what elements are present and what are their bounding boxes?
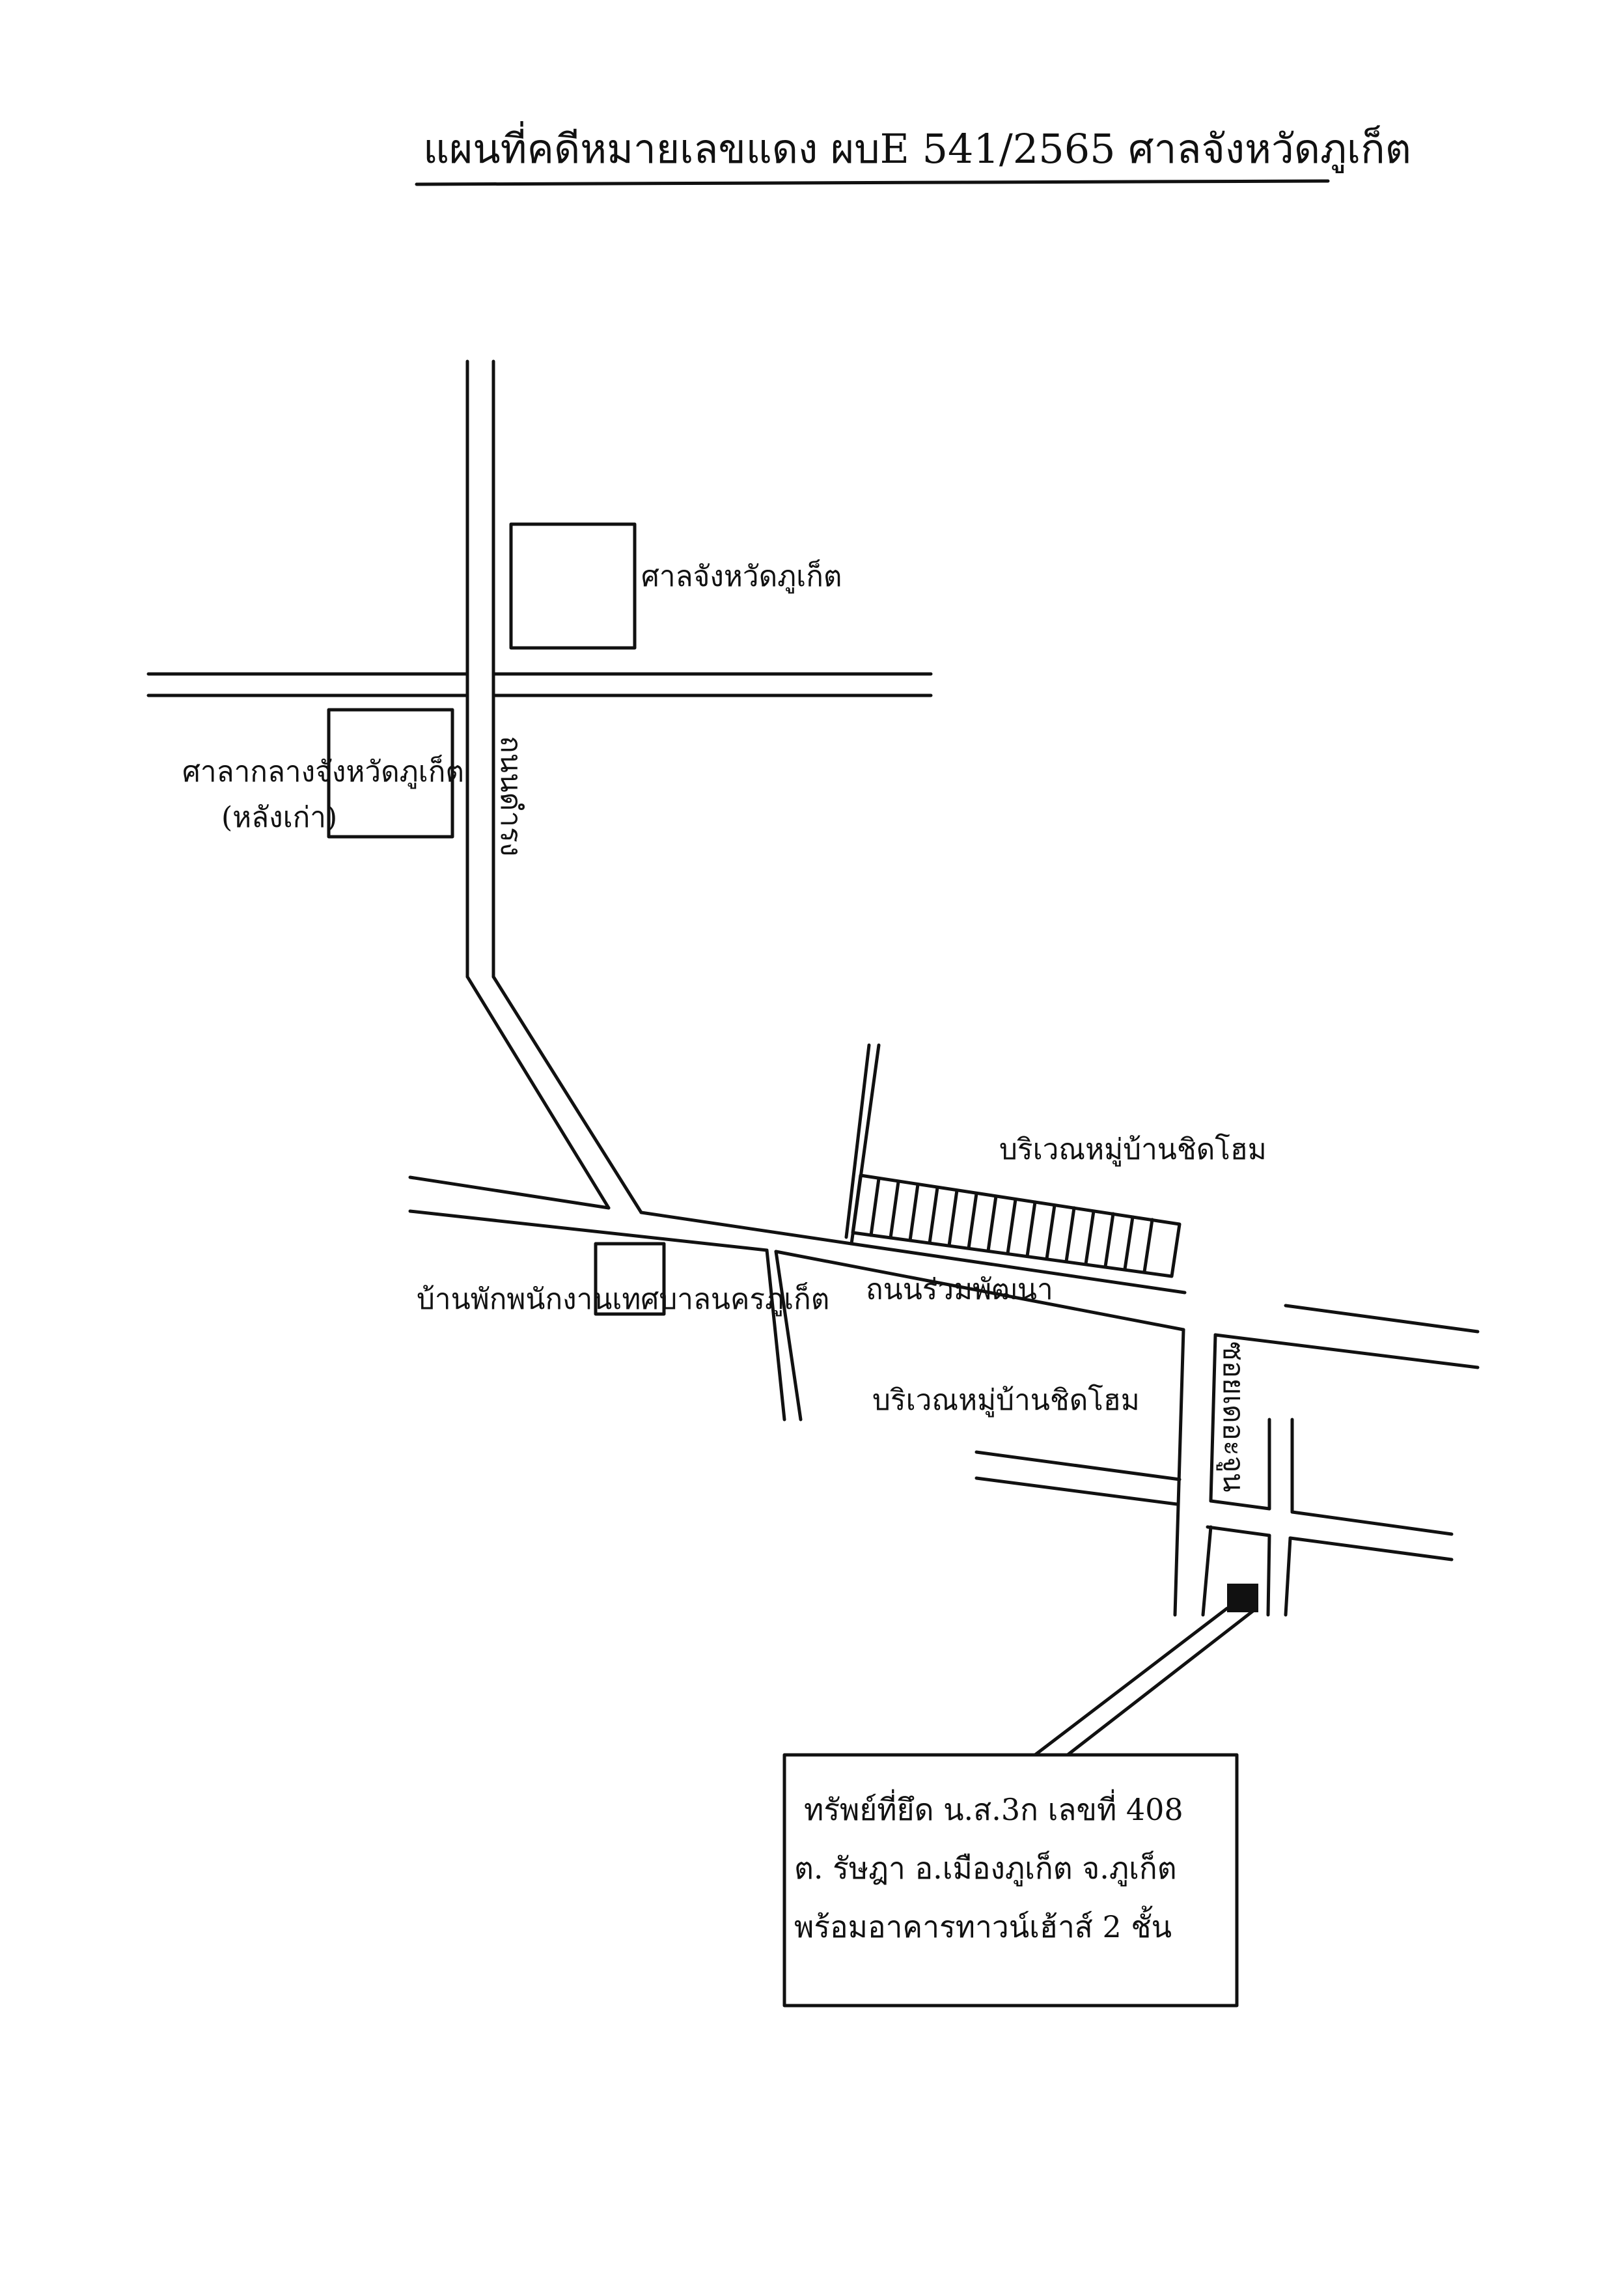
property-note-line-3: พร้อมอาคารทาวน์เฮ้าส์ 2 ชั้น [794,1905,1172,1944]
property-note-line-2: ต. รัษฎา อ.เมืองภูเก็ต จ.ภูเก็ต [794,1851,1177,1886]
title-underline [415,179,1330,186]
court-label: ศาลจังหวัดภูเก็ต [641,559,842,594]
old-city-hall-label-2: (หลังเก่า) [221,801,337,834]
side-road-south-east-edge [774,1250,803,1421]
soi-west-edge [1173,1328,1185,1617]
old-city-hall-building [327,708,454,839]
east-road-west-edge [1266,1418,1271,1617]
side-road-north-east-edge [844,1043,871,1239]
property-pointer [1033,1606,1258,1757]
property-note-line-1: ทรัพย์ที่ยึด น.ส.3ก เลขที่ 408 [804,1789,1183,1827]
staff-housing-building [594,1242,666,1316]
soi-label: ซอยเดอะจูน [1216,1341,1250,1492]
soi-east-edge-lower [1201,1525,1213,1617]
cross-road-south-north-edge [974,1450,1454,1536]
road-ruam-north-edge-west [408,1175,853,1246]
village-north-label: บริเวณหมู่บ้านชิดโฮม [999,1133,1267,1167]
east-road-east-edge [1284,1418,1294,1617]
soi-east-edge-upper [1209,1333,1217,1503]
old-city-hall-label-1: ศาลากลางจังหวัดภูเก็ต [182,755,464,789]
road-ruam-north-edge-east [850,1242,1480,1334]
road-diagonal-east-edge [491,975,643,1214]
court-building [509,522,637,650]
road-diagonal-west-edge [465,975,611,1210]
road-ruam-label: ถนนร่วมพัฒนา [866,1273,1053,1306]
property-note-box [782,1753,1239,2008]
village-south-label: บริเวณหมู่บ้านชิดโฮม [872,1384,1140,1418]
townhouse-row [851,1173,1182,1278]
property-marker [1227,1584,1258,1612]
staff-housing-label: บ้านพักพนักงานเทศบาลนครภูเก็ต [417,1282,829,1317]
map-title: แผนที่คดีหมายเลขแดง ผบE 541/2565 ศาลจังห… [423,121,1411,173]
cross-road-south-south-edge [974,1476,1454,1561]
road-dumrong-label: ถนนดำรง [494,736,527,856]
road-ruam-south-edge [408,1209,1480,1369]
side-road-south-west-edge [765,1248,786,1421]
